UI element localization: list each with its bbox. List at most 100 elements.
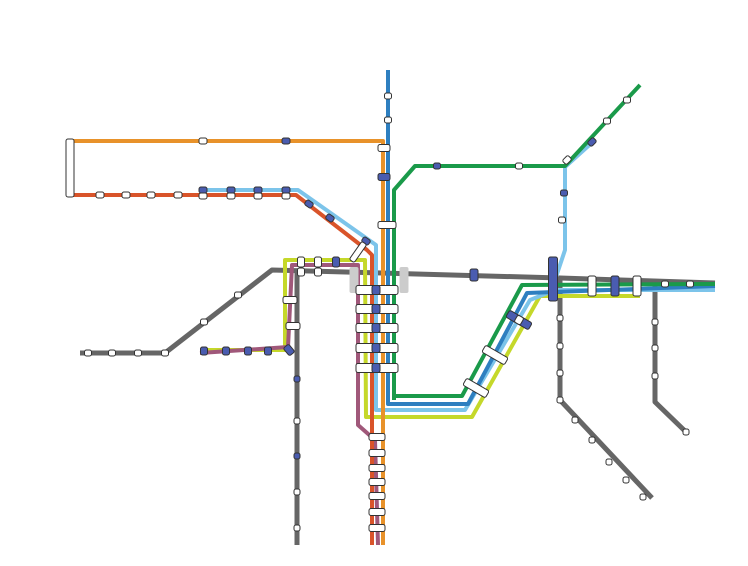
station[interactable] <box>161 349 169 357</box>
station[interactable] <box>368 524 386 532</box>
station[interactable] <box>651 344 659 352</box>
station[interactable] <box>314 256 322 268</box>
station[interactable] <box>314 267 322 277</box>
interchange-station[interactable] <box>371 285 381 295</box>
station[interactable] <box>515 162 523 170</box>
station[interactable] <box>651 372 659 380</box>
interchange-station[interactable] <box>560 189 568 197</box>
station[interactable] <box>234 291 242 299</box>
station[interactable] <box>146 191 156 199</box>
station[interactable] <box>368 449 386 457</box>
interchange-station[interactable] <box>253 186 263 194</box>
interchange-station[interactable] <box>371 343 381 353</box>
interchange-station[interactable] <box>371 304 381 314</box>
station[interactable] <box>571 416 579 424</box>
interchange-station[interactable] <box>469 268 479 282</box>
station[interactable] <box>281 192 291 200</box>
interchange-station[interactable] <box>281 186 291 194</box>
station[interactable] <box>134 349 142 357</box>
station[interactable] <box>481 345 509 365</box>
interchange-station[interactable] <box>332 256 340 268</box>
station[interactable] <box>293 417 301 425</box>
station[interactable] <box>198 192 208 200</box>
station[interactable] <box>368 433 386 441</box>
station[interactable] <box>603 117 611 125</box>
station[interactable] <box>84 349 92 357</box>
station[interactable] <box>198 137 208 145</box>
station[interactable] <box>349 241 367 263</box>
station[interactable] <box>556 369 564 377</box>
station[interactable] <box>632 275 642 297</box>
station[interactable] <box>587 275 597 297</box>
interchange-station[interactable] <box>371 363 381 373</box>
interchange-station[interactable] <box>283 344 295 356</box>
station[interactable] <box>384 116 392 124</box>
station[interactable] <box>108 349 116 357</box>
station[interactable] <box>282 296 298 304</box>
line-light-blue-route <box>553 138 597 281</box>
station[interactable] <box>462 378 490 398</box>
interchange-station[interactable] <box>222 346 230 356</box>
station[interactable] <box>661 280 669 288</box>
interchange-station[interactable] <box>200 346 208 356</box>
station[interactable] <box>368 508 386 516</box>
station[interactable] <box>95 191 105 199</box>
interchange-station[interactable] <box>198 186 208 194</box>
interchange-station[interactable] <box>548 256 558 302</box>
interchange-station[interactable] <box>377 173 391 181</box>
line-blue-route <box>386 70 716 406</box>
station[interactable] <box>297 256 305 268</box>
interchange-station[interactable] <box>281 137 291 145</box>
station[interactable] <box>622 476 630 484</box>
station[interactable] <box>605 458 613 466</box>
station[interactable] <box>377 221 397 229</box>
line-light-blue-route <box>200 188 715 412</box>
station[interactable] <box>368 478 386 486</box>
station[interactable] <box>588 436 596 444</box>
station[interactable] <box>253 192 263 200</box>
station[interactable] <box>297 267 305 277</box>
station[interactable] <box>682 428 690 436</box>
platform[interactable] <box>399 267 409 293</box>
station[interactable] <box>556 396 564 404</box>
interchange-station[interactable] <box>293 375 301 383</box>
station[interactable] <box>65 138 75 198</box>
interchange-station[interactable] <box>610 275 620 297</box>
station[interactable] <box>173 191 183 199</box>
interchange-station[interactable] <box>587 137 597 147</box>
station[interactable] <box>368 492 386 500</box>
station[interactable] <box>686 280 694 288</box>
line-green-route <box>392 83 642 400</box>
station[interactable] <box>285 322 301 330</box>
line-red-route <box>70 193 374 545</box>
interchange-station[interactable] <box>304 199 314 209</box>
line-gray-route <box>652 283 688 434</box>
station[interactable] <box>384 92 392 100</box>
station[interactable] <box>562 155 572 165</box>
station[interactable] <box>293 524 301 532</box>
line-orange-route <box>70 139 385 545</box>
interchange-station[interactable] <box>325 213 335 223</box>
interchange-station[interactable] <box>264 346 272 356</box>
interchange-station[interactable] <box>371 323 381 333</box>
station[interactable] <box>514 315 524 325</box>
station[interactable] <box>226 192 236 200</box>
station[interactable] <box>651 318 659 326</box>
line-gray-route <box>557 278 654 500</box>
station[interactable] <box>293 488 301 496</box>
station[interactable] <box>556 314 564 322</box>
interchange-station[interactable] <box>244 346 252 356</box>
station[interactable] <box>121 191 131 199</box>
station[interactable] <box>639 493 647 501</box>
station[interactable] <box>377 144 391 152</box>
station[interactable] <box>623 96 631 104</box>
interchange-station[interactable] <box>293 452 301 460</box>
station[interactable] <box>368 464 386 472</box>
station[interactable] <box>556 342 564 350</box>
station[interactable] <box>200 318 208 326</box>
interchange-station[interactable] <box>226 186 236 194</box>
line-lime-route <box>200 258 640 419</box>
station[interactable] <box>558 216 566 224</box>
interchange-station[interactable] <box>433 162 441 170</box>
